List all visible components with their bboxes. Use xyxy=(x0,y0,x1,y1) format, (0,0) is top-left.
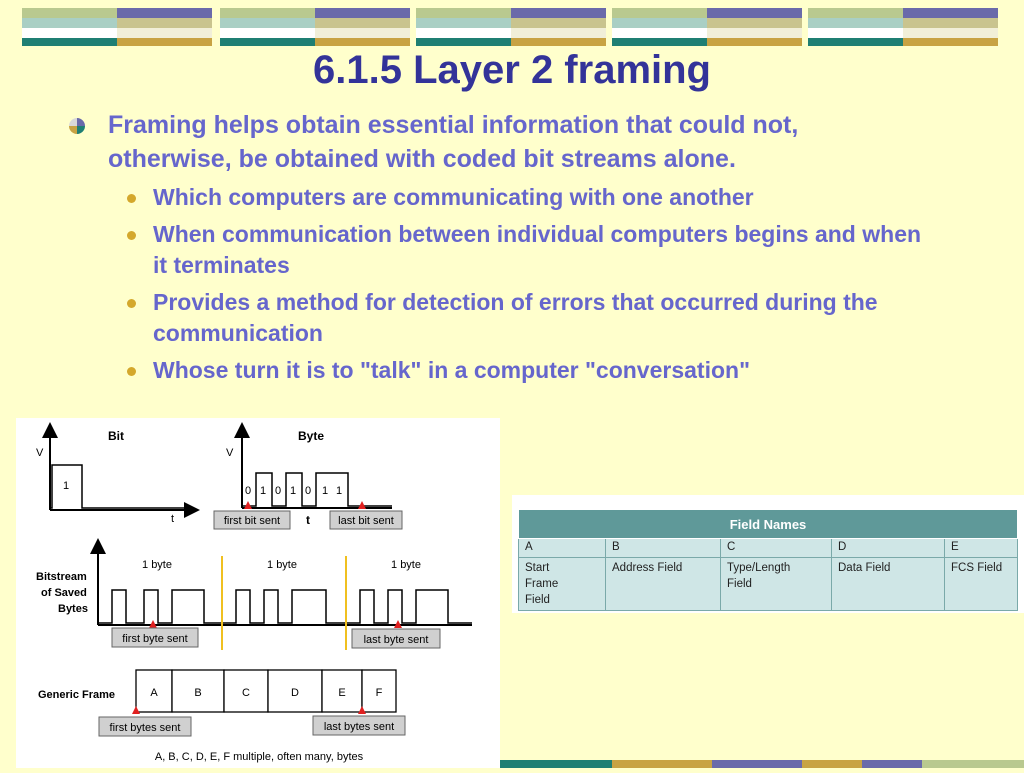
frame-field-a-label: A xyxy=(150,687,158,699)
bullet-dot-icon xyxy=(127,231,136,240)
frame-field-d xyxy=(267,669,323,713)
bitstream-byte-label-1: 1 byte xyxy=(142,559,172,571)
bit-title: Bit xyxy=(108,429,124,443)
bitstream-label-line1: Bitstream xyxy=(36,571,87,583)
quartered-bullet-icon xyxy=(69,118,85,134)
slide-title: 6.1.5 Layer 2 framing xyxy=(313,48,711,92)
first-bytes-marker-icon xyxy=(132,706,140,714)
first-byte-box xyxy=(111,627,199,648)
main-bullet-text: Framing helps obtain essential informati… xyxy=(108,111,799,173)
frame-field-d-label: D xyxy=(291,687,299,699)
generic-frame-label: Generic Frame xyxy=(38,689,115,701)
last-bytes-label: last bytes sent xyxy=(324,721,394,733)
byte-v-label: V xyxy=(226,447,234,459)
field-letter-cell: D xyxy=(831,538,945,558)
first-bit-label: first bit sent xyxy=(224,515,280,527)
last-bit-marker-icon xyxy=(358,501,366,509)
first-bit-marker-icon xyxy=(244,501,252,509)
byte-bit-5: 1 xyxy=(322,485,328,497)
last-bit-label: last bit sent xyxy=(338,515,394,527)
bitstream-byte-label-3: 1 byte xyxy=(391,559,421,571)
byte-bit-6: 1 xyxy=(336,485,342,497)
first-byte-label: first byte sent xyxy=(122,633,187,645)
frame-field-c xyxy=(223,669,269,713)
sub-bullet: When communication between individual co… xyxy=(127,219,927,281)
sub-bullet: Provides a method for detection of error… xyxy=(127,287,927,349)
field-letter-cell: A xyxy=(518,538,606,558)
byte-bit-0: 0 xyxy=(245,485,251,497)
last-byte-label: last byte sent xyxy=(364,634,429,646)
first-bytes-label: first bytes sent xyxy=(110,722,181,734)
field-letter-cell: C xyxy=(720,538,832,558)
byte-bit-4: 0 xyxy=(305,485,311,497)
byte-waveform xyxy=(242,472,392,507)
byte-bit-3: 1 xyxy=(290,485,296,497)
field-names-table: Field Names A B C D E Start Frame Field … xyxy=(518,509,1018,611)
first-bytes-box xyxy=(98,716,192,737)
bit-value: 1 xyxy=(63,480,69,492)
field-letter-cell: E xyxy=(944,538,1018,558)
field-desc-cell: FCS Field xyxy=(944,557,1018,611)
first-bit-box xyxy=(213,510,291,530)
last-byte-marker-icon xyxy=(394,620,402,628)
frame-field-c-label: C xyxy=(242,687,250,699)
field-names-header: Field Names xyxy=(518,509,1018,539)
last-bit-box xyxy=(329,510,403,530)
field-desc-cell: Address Field xyxy=(605,557,721,611)
sub-bullet-list: Which computers are communicating with o… xyxy=(127,182,927,392)
bit-waveform xyxy=(50,464,186,509)
bullet-dot-icon xyxy=(127,367,136,376)
band-segment xyxy=(22,8,212,46)
bottom-decorative-band xyxy=(500,760,1024,768)
frame-field-b-label: B xyxy=(194,687,201,699)
bitstream-waveform xyxy=(98,589,472,624)
bitstream-label-line3: Bytes xyxy=(58,603,88,615)
byte-t-label: t xyxy=(306,513,310,527)
last-bytes-marker-icon xyxy=(358,706,366,714)
field-names-panel: Field Names A B C D E Start Frame Field … xyxy=(512,495,1024,613)
field-desc-cell: Start Frame Field xyxy=(518,557,606,611)
bullet-dot-icon xyxy=(127,194,136,203)
field-desc-cell: Data Field xyxy=(831,557,945,611)
framing-diagram: Bit V 1 t Byte V 0 1 0 1 0 1 1 first bit… xyxy=(16,418,500,768)
field-desc-cell: Type/Length Field xyxy=(720,557,832,611)
generic-frame-caption: A, B, C, D, E, F multiple, often many, b… xyxy=(155,751,364,763)
frame-field-f-label: F xyxy=(376,687,383,699)
frame-field-b xyxy=(171,669,225,713)
bit-v-label: V xyxy=(36,447,44,459)
band-segment xyxy=(220,8,410,46)
sub-bullet: Whose turn it is to "talk" in a computer… xyxy=(127,355,927,386)
first-byte-marker-icon xyxy=(149,620,157,628)
frame-field-a xyxy=(135,669,173,713)
band-segment xyxy=(612,8,802,46)
band-segment xyxy=(416,8,606,46)
frame-field-e-label: E xyxy=(338,687,345,699)
last-byte-box xyxy=(351,628,441,649)
bitstream-byte-label-2: 1 byte xyxy=(267,559,297,571)
byte-bit-2: 0 xyxy=(275,485,281,497)
last-bytes-box xyxy=(312,715,406,736)
byte-title: Byte xyxy=(298,429,324,443)
framing-diagram-svg: Bit V 1 t Byte V 0 1 0 1 0 1 1 first bit… xyxy=(36,422,472,763)
band-segment xyxy=(808,8,998,46)
frame-field-f xyxy=(361,669,397,713)
bullet-dot-icon xyxy=(127,299,136,308)
bitstream-label-line2: of Saved xyxy=(41,587,87,599)
field-letter-cell: B xyxy=(605,538,721,558)
bit-t-label: t xyxy=(171,513,174,525)
sub-bullet: Which computers are communicating with o… xyxy=(127,182,927,213)
byte-bit-1: 1 xyxy=(260,485,266,497)
